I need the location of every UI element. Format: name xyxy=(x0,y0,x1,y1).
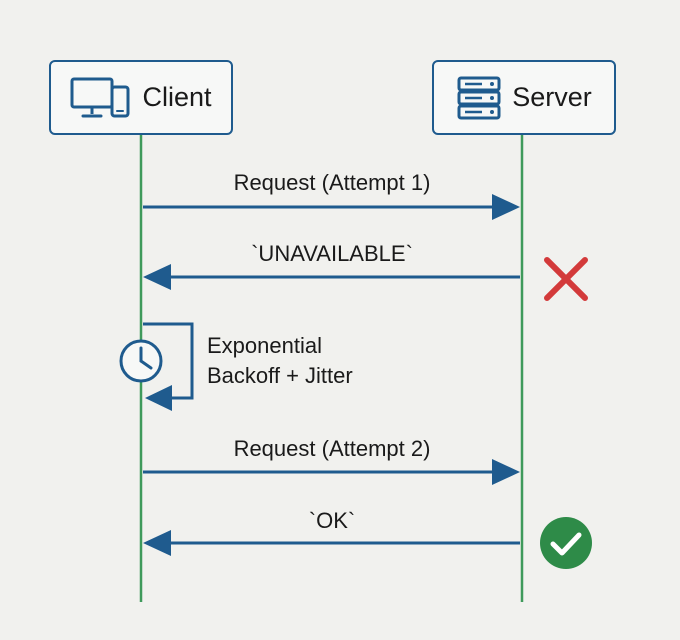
server-participant: Server xyxy=(432,60,616,135)
backoff-note-line-1: Exponential xyxy=(207,333,322,358)
message-label-ok: `OK` xyxy=(308,508,356,533)
message-request-attempt-1 xyxy=(143,194,520,220)
server-name: Server xyxy=(512,82,592,112)
message-ok xyxy=(143,530,520,556)
client-name: Client xyxy=(142,82,212,112)
message-unavailable xyxy=(143,264,520,290)
client-participant: Client xyxy=(49,60,233,135)
desktop-mobile-icon xyxy=(70,77,130,117)
message-label-unavailable: `UNAVAILABLE` xyxy=(251,241,413,266)
backoff-note: Exponential Backoff + Jitter xyxy=(207,331,353,391)
clock-icon xyxy=(119,339,163,383)
self-message-backoff xyxy=(143,322,194,411)
error-x-icon xyxy=(544,257,588,301)
backoff-note-line-2: Backoff + Jitter xyxy=(207,363,353,388)
message-label-request-attempt-2: Request (Attempt 2) xyxy=(233,436,431,461)
success-check-icon xyxy=(540,517,592,569)
server-rack-icon xyxy=(457,76,501,119)
message-request-attempt-2 xyxy=(143,459,520,485)
message-label-request-attempt-1: Request (Attempt 1) xyxy=(233,170,431,195)
